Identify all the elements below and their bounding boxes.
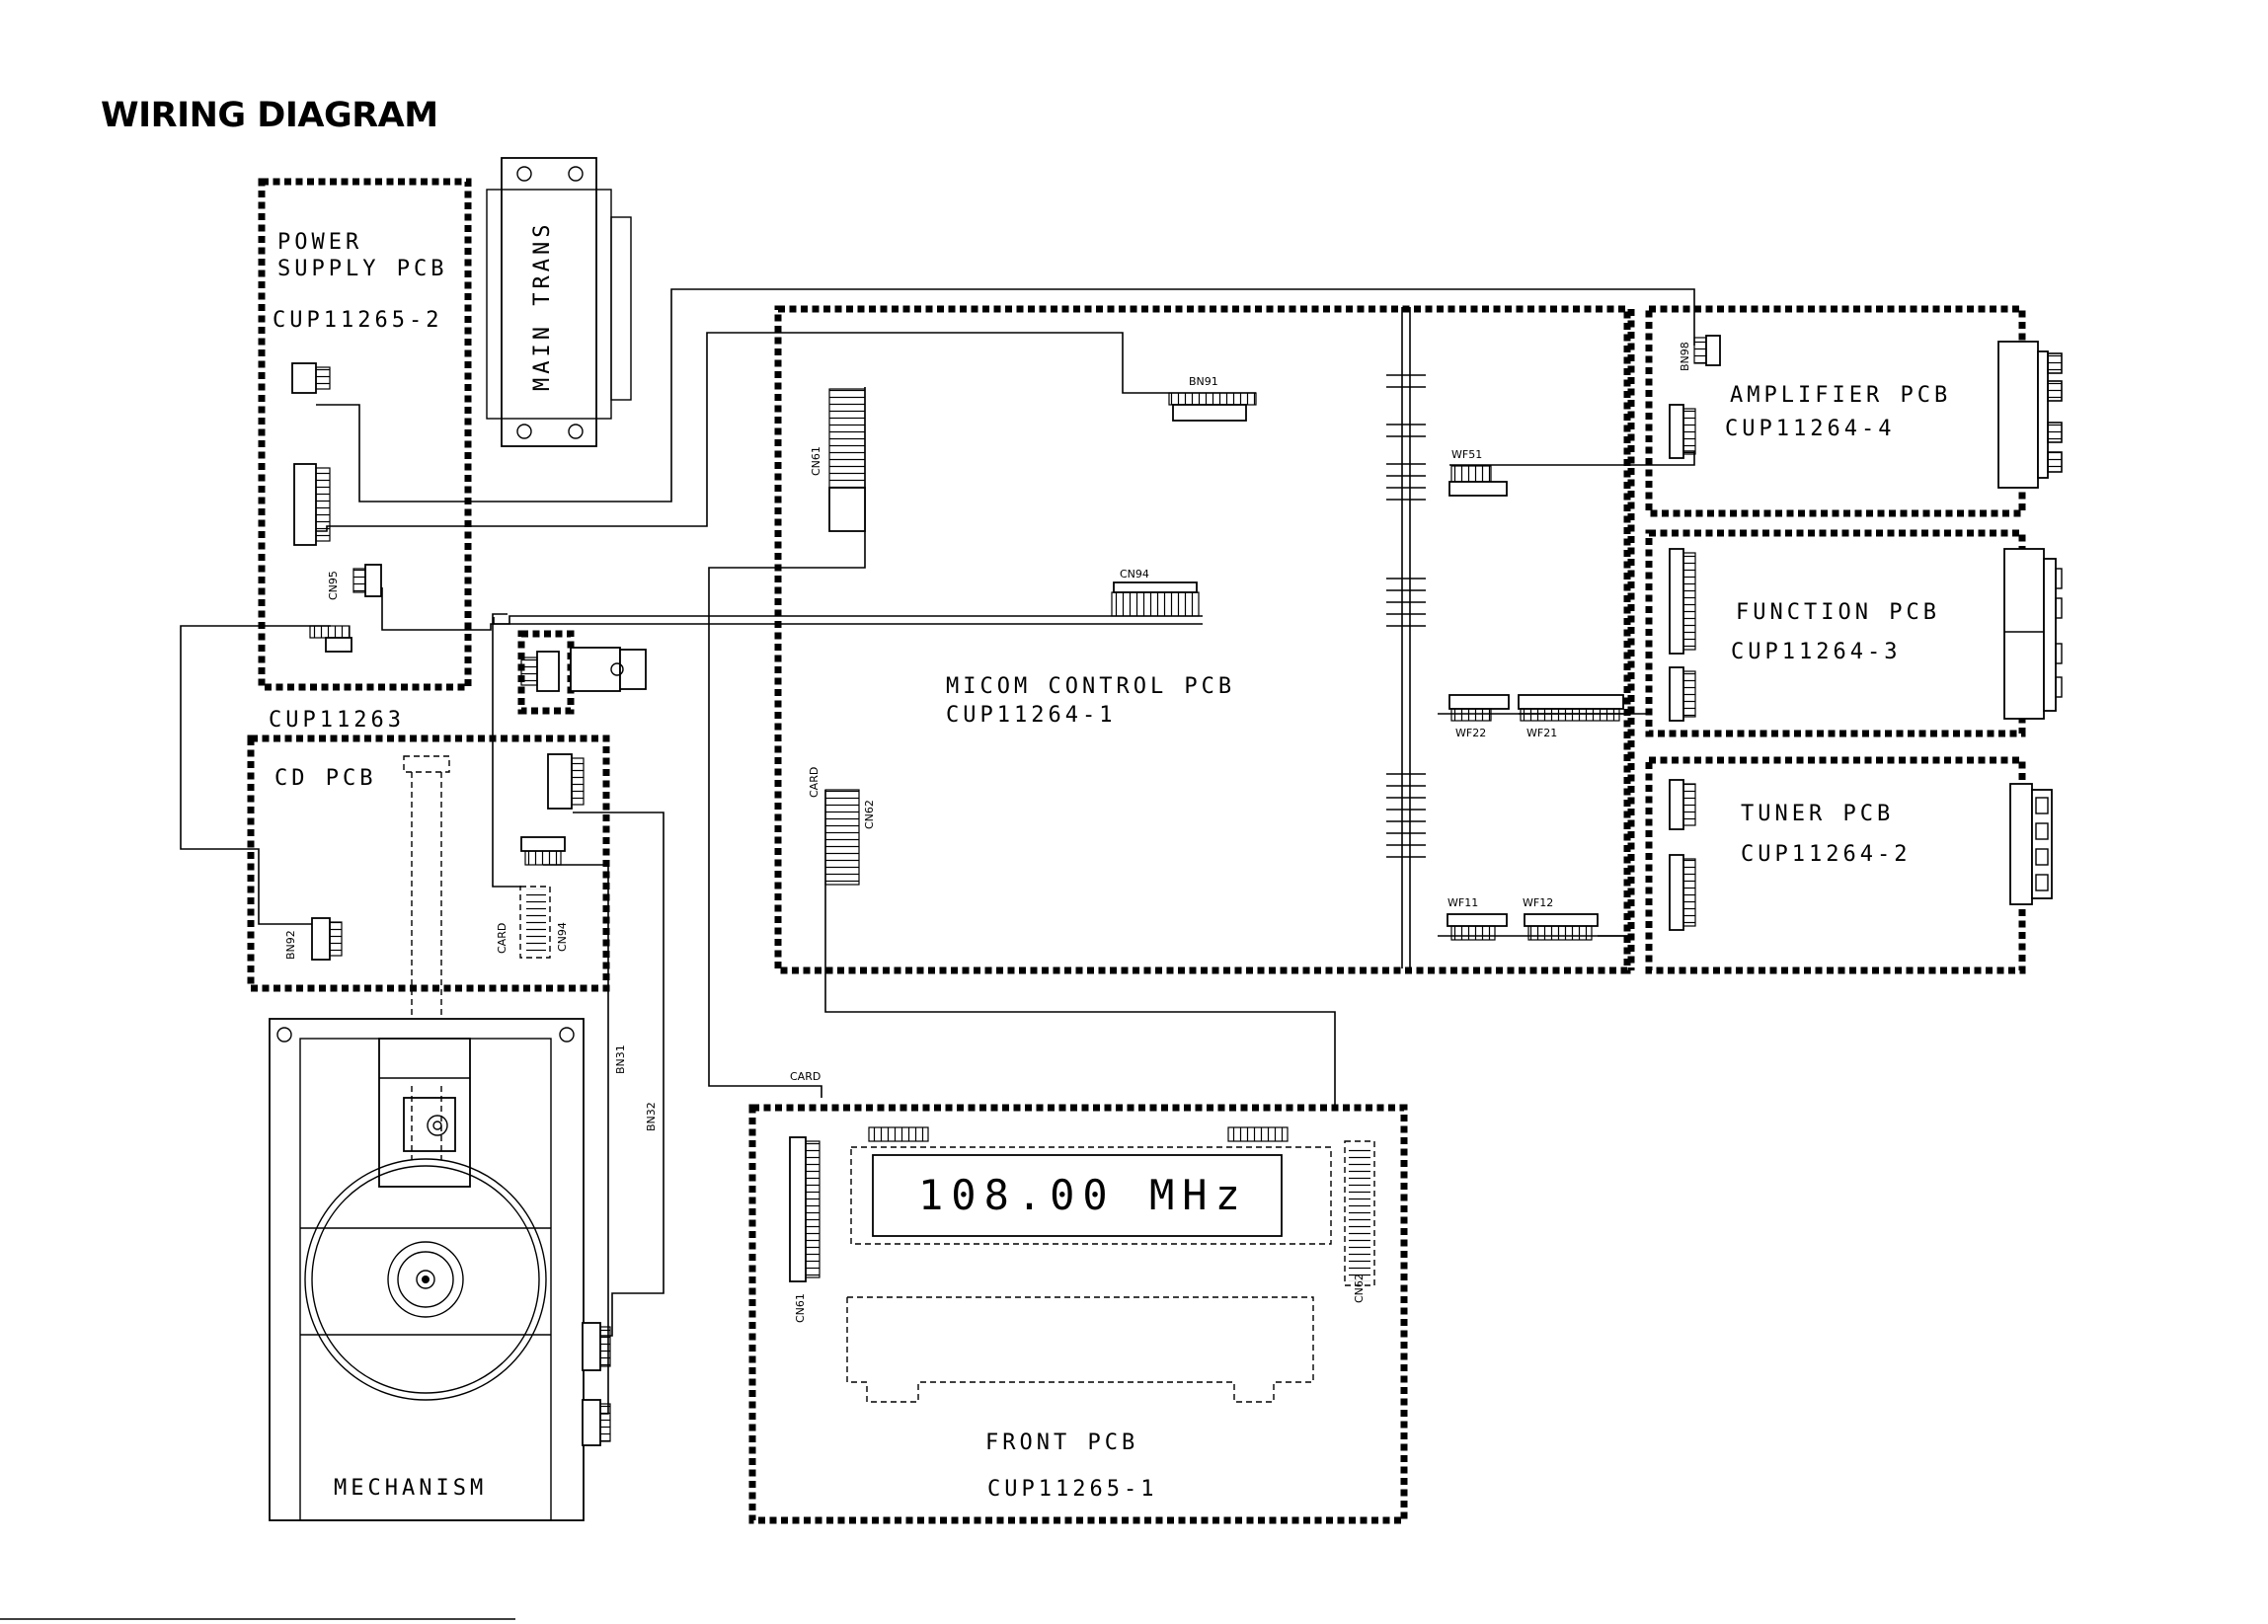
front-cn62-label: CN62 [1353, 1274, 1366, 1303]
display-frequency: 108.00 [918, 1171, 1116, 1219]
function-part-no: CUP11264-3 [1731, 640, 1901, 664]
micom-control-part-no: CUP11264-1 [946, 703, 1116, 728]
display-unit: MHz [1149, 1171, 1248, 1219]
function-name: FUNCTION PCB [1736, 600, 1940, 625]
micom-connectors: CN61 BN91 CN94 CARD CN62 WF51 WF22 WF21 … [808, 375, 1624, 941]
front-pcb-name: FRONT PCB [985, 1431, 1138, 1455]
function-pcb [1645, 529, 2026, 737]
front-pcb-components: CARD CN61 CN62 108.00 MHz [789, 1070, 1375, 1403]
bn92-label: BN92 [284, 930, 297, 960]
wf51-label: WF51 [1451, 448, 1482, 461]
tuner-name: TUNER PCB [1741, 802, 1894, 826]
power-supply-part-no: CUP11265-2 [273, 308, 442, 333]
micom-cn61-label: CN61 [810, 446, 822, 476]
amplifier-pcb [1645, 305, 2026, 517]
tuner-components [1669, 779, 2053, 931]
amplifier-components: BN98 [1669, 335, 2063, 489]
page-title: WIRING DIAGRAM [101, 96, 438, 135]
front-pcb [748, 1104, 1408, 1524]
bn91-label: BN91 [1189, 375, 1218, 388]
mechanism-label: MECHANISM [334, 1476, 487, 1501]
sub-board [517, 630, 575, 715]
cn95-label: CN95 [327, 571, 340, 600]
main-trans-label: MAIN TRANS [530, 221, 555, 391]
power-supply-pcb [258, 178, 472, 691]
power-supply-connectors: CN95 [291, 362, 382, 653]
cd-cn94-label: CN94 [556, 922, 569, 952]
micom-cn62-label: CN62 [863, 800, 876, 829]
micom-cn94-label: CN94 [1120, 568, 1149, 580]
power-supply-name-2: SUPPLY PCB [277, 257, 447, 281]
cd-mechanism: MECHANISM BN31 BN32 [269, 1018, 658, 1521]
micom-control-name: MICOM CONTROL PCB [946, 674, 1235, 699]
front-cn61-label: CN61 [794, 1293, 807, 1323]
cd-pcb-connectors: CARD CN94 BN92 [284, 753, 585, 1086]
micom-card-label: CARD [808, 767, 821, 798]
power-supply-name-1: POWER [277, 230, 362, 255]
main-transformer: MAIN TRANS [486, 157, 632, 447]
front-card-label: CARD [790, 1070, 821, 1083]
front-pcb-part-no: CUP11265-1 [987, 1477, 1157, 1502]
bus-clips [1386, 374, 1426, 858]
bn98-label: BN98 [1679, 342, 1691, 371]
cd-pcb-name: CD PCB [274, 766, 376, 791]
bn31-label: BN31 [614, 1044, 627, 1074]
sub-board-part-no: CUP11263 [269, 708, 405, 733]
cd-pcb [247, 735, 610, 992]
tuner-part-no: CUP11264-2 [1741, 842, 1911, 867]
bn32-label: BN32 [645, 1102, 658, 1131]
wf12-label: WF12 [1523, 896, 1553, 909]
function-components [1669, 548, 2063, 722]
regulator [520, 647, 647, 692]
amplifier-part-no: CUP11264-4 [1725, 417, 1895, 441]
wf22-label: WF22 [1455, 727, 1486, 739]
cd-card-label: CARD [496, 923, 508, 954]
amplifier-name: AMPLIFIER PCB [1730, 383, 1951, 408]
wf11-label: WF11 [1447, 896, 1478, 909]
micom-control-pcb [774, 305, 1631, 974]
wf21-label: WF21 [1526, 727, 1557, 739]
